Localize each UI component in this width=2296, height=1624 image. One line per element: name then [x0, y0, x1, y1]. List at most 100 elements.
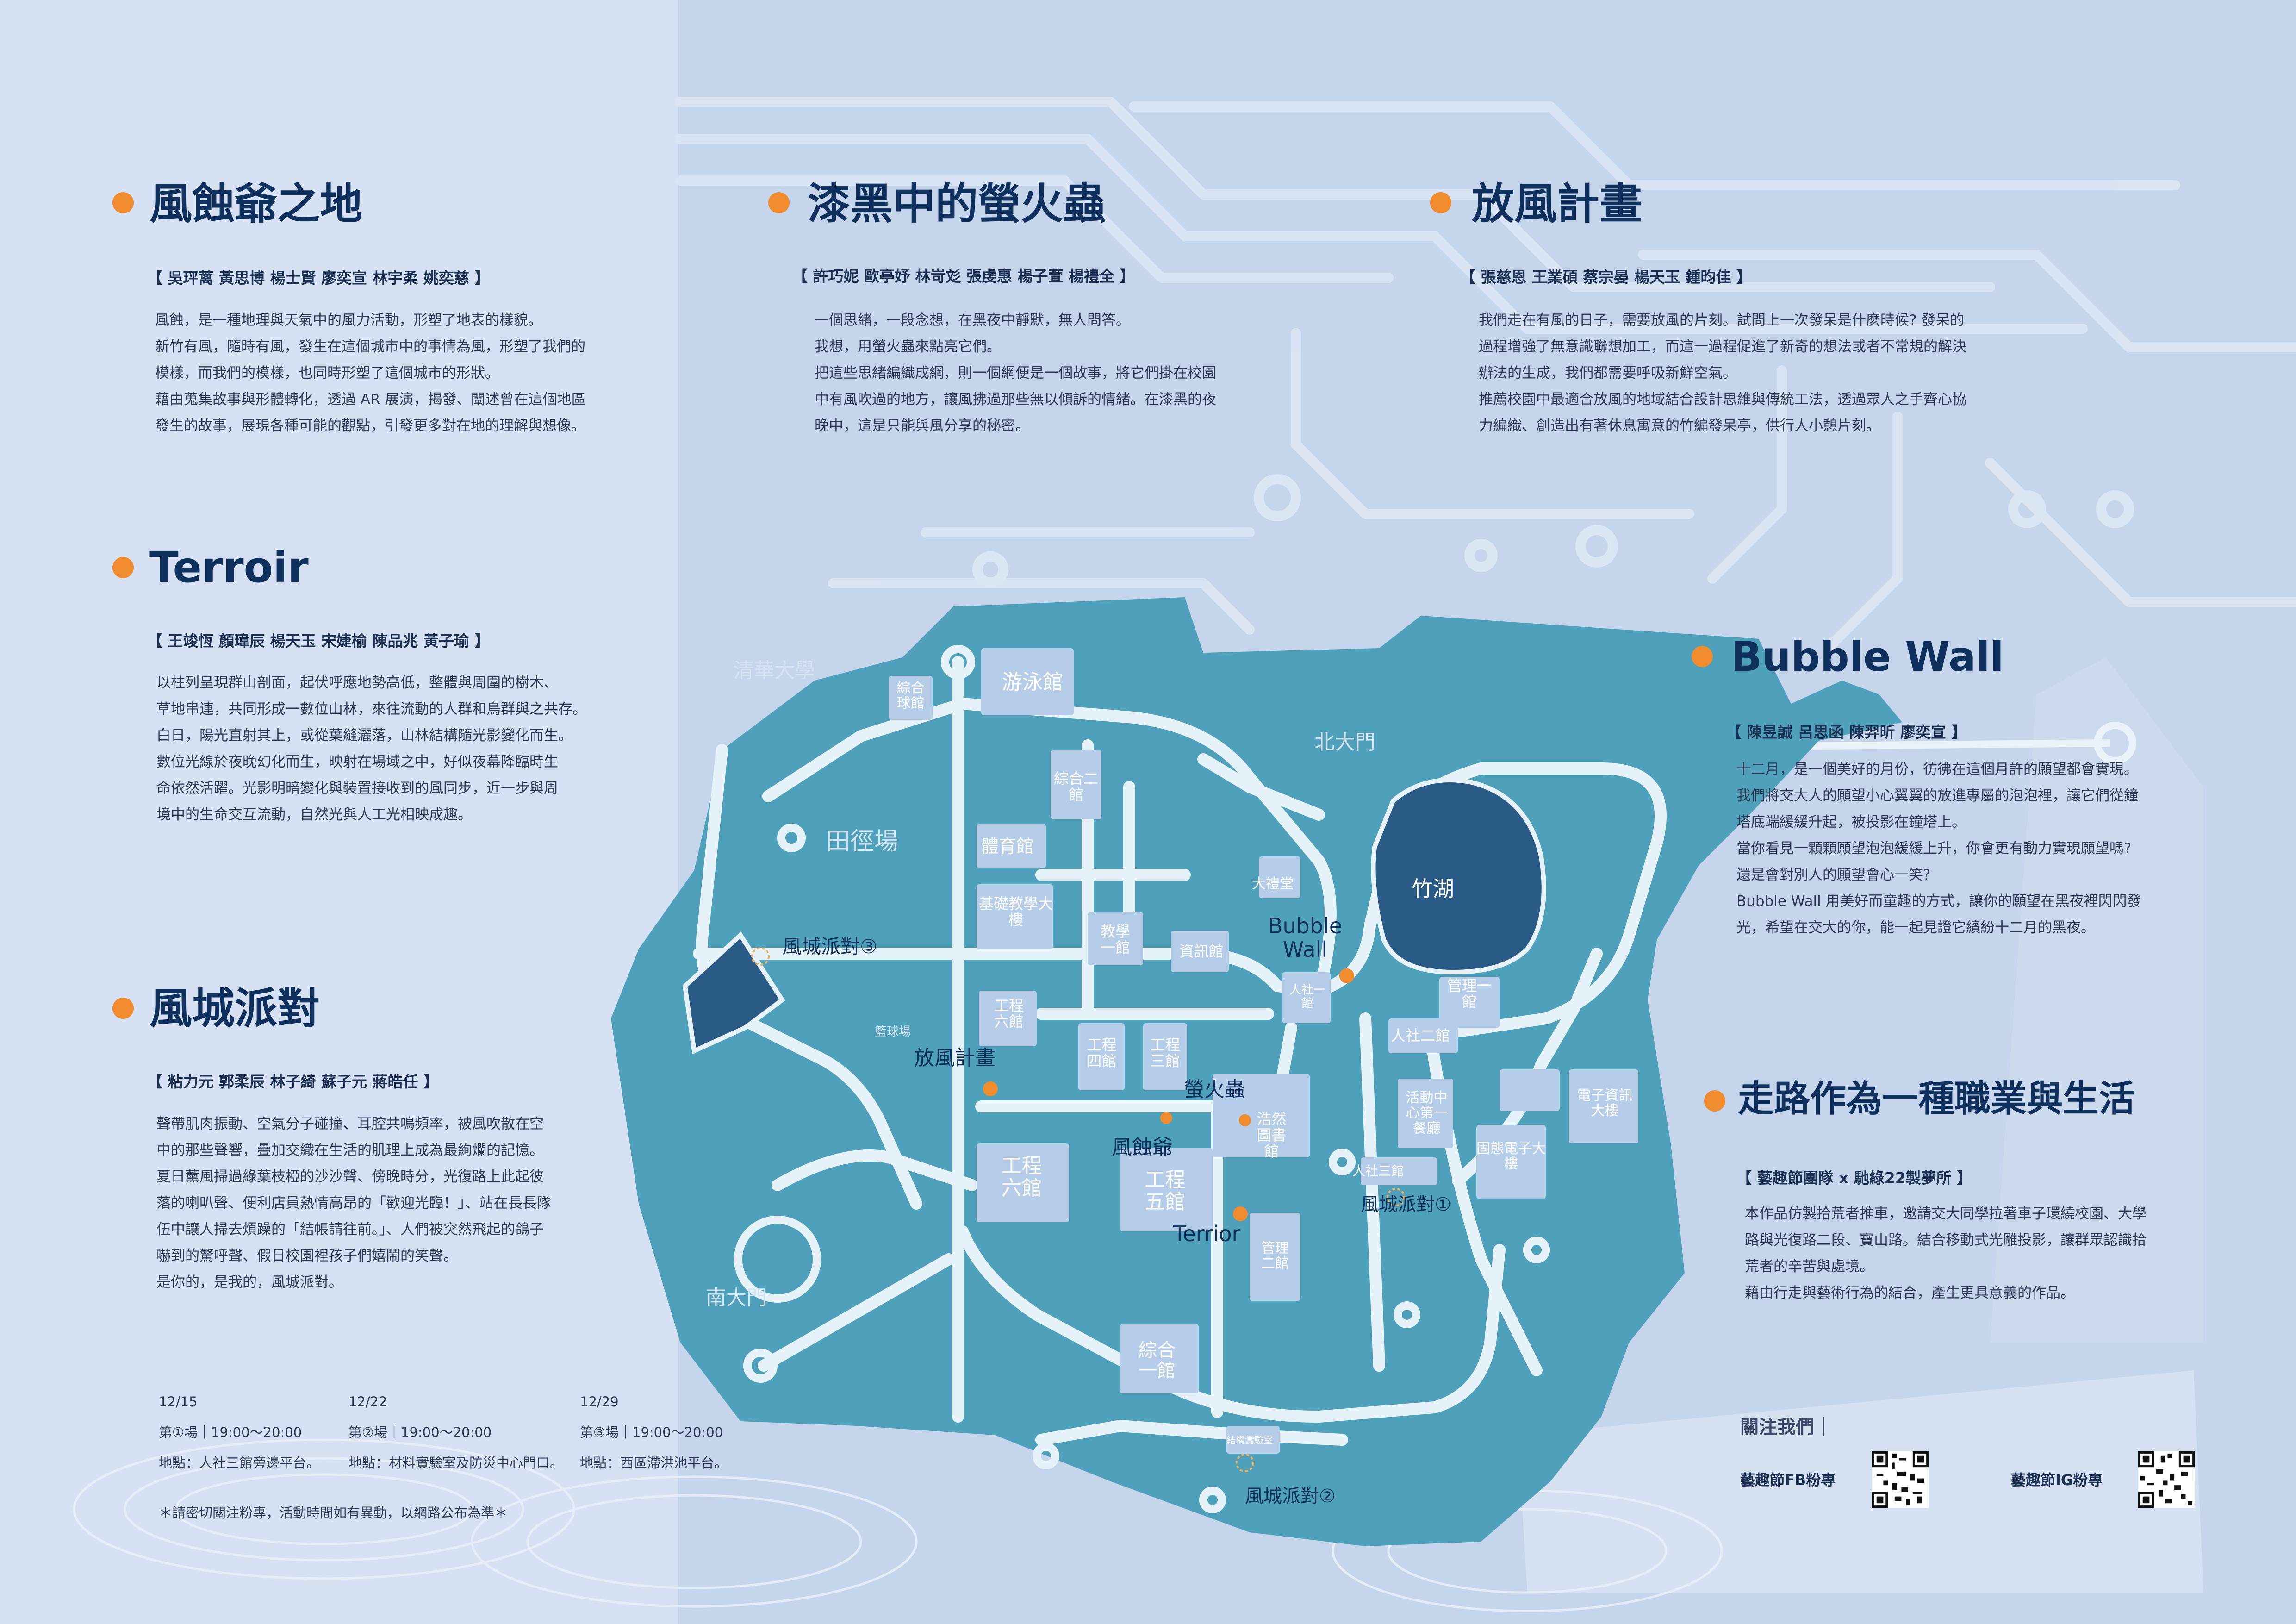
schedule-time: 第①場｜19:00～20:00: [159, 1424, 302, 1440]
body-line: 中有風吹過的地方，讓風拂過那些無以傾訴的情緒。在漆黑的夜: [815, 391, 1216, 408]
body-line: 夏日薰風掃過綠葉枝椏的沙沙聲、傍晚時分，光復路上此起彼: [156, 1168, 544, 1185]
body-line: 過程增強了無意識聯想加工，而這一過程促進了新奇的想法或者不常規的解決: [1479, 338, 1966, 355]
body-line: 十二月，是一個美好的月份，彷彿在這個月許的願望都會實現。: [1736, 761, 2138, 778]
map-label-building: 綜合一館: [1139, 1340, 1176, 1381]
map-spot[interactable]: 螢火蟲: [1184, 1078, 1245, 1101]
body-line: 我想，用螢火蟲來點亮它們。: [815, 338, 1001, 355]
map-label-building: 浩然圖書館: [1257, 1110, 1287, 1161]
section-body: 風蝕，是一種地理與天氣中的風力活動，形塑了地表的樣貌。 新竹有風，隨時有風，發生…: [155, 307, 585, 439]
map-label-building: 體育館: [981, 836, 1034, 856]
schedule-date: 12/15: [159, 1394, 198, 1410]
section-body: 一個思緒，一段念想，在黑夜中靜默，無人問答。 我想，用螢火蟲來點亮它們。 把這些…: [815, 307, 1216, 439]
map-spot[interactable]: 風蝕爺: [1112, 1136, 1173, 1159]
map-label-building: 游泳館: [1002, 670, 1063, 694]
body-line: 伍中讓人掃去煩躁的「結帳請往前。」、人們被突然飛起的鴿子: [156, 1221, 544, 1238]
map-label-building: 大禮堂: [1252, 876, 1294, 892]
body-line: 命依然活躍。光影明暗變化與裝置接收到的風同步，近一步與周: [156, 780, 558, 797]
section-members: 【 陳昱誠 呂思函 陳羿昕 廖奕宣 】: [1726, 723, 1967, 741]
section-body: 以柱列呈現群山剖面，起伏呼應地勢高低，整體與周圍的樹木、 草地串連，共同形成一數…: [156, 670, 587, 828]
section-members: 【 粘力元 郭柔辰 林子綺 蘇子元 蔣皓任 】: [147, 1073, 439, 1091]
body-line: 數位光線於夜晚幻化而生，映射在場域之中，好似夜幕降臨時生: [156, 754, 558, 770]
follow-title: 關注我們｜: [1740, 1417, 1833, 1438]
section-bullet: [1430, 192, 1451, 213]
body-line: 路與光復路二段、寶山路。結合移動式光雕投影，讓群眾認識拾: [1745, 1232, 2147, 1249]
schedule-1: 12/15 第①場｜19:00～20:00 地點：人社三館旁邊平台。: [159, 1387, 320, 1478]
body-line: 落的喇叭聲、便利店員熱情高昂的「歡迎光臨！」、站在長長隊: [156, 1195, 551, 1212]
section-title: 風蝕爺之地: [149, 179, 363, 229]
fb-qr-code[interactable]: [1872, 1451, 1929, 1508]
map-label-building: 管理二館: [1261, 1240, 1289, 1272]
map-label-building: 基礎教學大樓: [979, 895, 1053, 929]
body-line: 嚇到的驚呼聲、假日校園裡孩子們嬉鬧的笑聲。: [156, 1248, 458, 1264]
map-spot[interactable]: Terrior: [1173, 1221, 1241, 1246]
section-body: 本作品仿製拾荒者推車，邀請交大同學拉著車子環繞校園、大學 路與光復路二段、寶山路…: [1745, 1201, 2147, 1306]
map-label-building: 活動中心第一餐廳: [1406, 1090, 1448, 1137]
body-line: Bubble Wall 用美好而童趣的方式，讓你的願望在黑夜裡閃閃發: [1736, 893, 2141, 910]
map-label-building: 人社二館: [1391, 1027, 1450, 1044]
map-label-building: 資訊館: [1179, 943, 1224, 960]
section-bullet: [112, 192, 134, 213]
ig-qr-code[interactable]: [2138, 1451, 2195, 1508]
schedule-place: 地點：材料實驗室及防災中心門口。: [348, 1455, 564, 1471]
body-line: 境中的生命交互流動，自然光與人工光相映成趣。: [156, 806, 472, 823]
section-bullet: [112, 557, 134, 578]
body-line: 推薦校園中最適合放風的地域結合設計思維與傳統工法，透過眾人之手齊心協: [1479, 391, 1966, 408]
section-members: 【 藝趣節團隊 x 馳綠22製夢所 】: [1736, 1169, 1972, 1187]
schedule-date: 12/22: [348, 1394, 387, 1410]
body-line: 辦法的生成，我們都需要呼吸新鮮空氣。: [1479, 365, 1737, 381]
map-label-building: 工程五館: [1145, 1168, 1186, 1214]
body-line: 草地串連，共同形成一數位山林，來往流動的人群和鳥群與之共存。: [156, 701, 587, 718]
body-line: 新竹有風，隨時有風，發生在這個城市中的事情為風，形塑了我們的: [155, 338, 585, 355]
schedule-time: 第②場｜19:00～20:00: [348, 1424, 492, 1440]
section-members: 【 張慈恩 王業碩 蔡宗晏 楊天玉 鍾昀佳 】: [1460, 268, 1752, 286]
body-line: 把這些思緒編織成網，則一個網便是一個故事，將它們掛在校園: [815, 365, 1216, 381]
map-spot[interactable]: 風城派對①: [1361, 1194, 1451, 1215]
map-label-building: 固態電子大樓: [1476, 1141, 1546, 1172]
body-line: 中的那些聲響，疊加交織在生活的肌理上成為最絢爛的記憶。: [156, 1142, 544, 1159]
body-line: 本作品仿製拾荒者推車，邀請交大同學拉著車子環繞校園、大學: [1745, 1206, 2147, 1222]
schedule-time: 第③場｜19:00～20:00: [580, 1424, 723, 1440]
body-line: 是你的，是我的，風城派對。: [156, 1274, 343, 1291]
circuit-decoration: [675, 97, 2296, 653]
body-line: 晚中，這是只能與風分享的秘密。: [815, 418, 1030, 434]
section-members: 【 吳玶蓠 黃思博 楊士賢 廖奕宣 林宇柔 姚奕慈 】: [147, 269, 490, 287]
schedule-date: 12/29: [580, 1394, 619, 1410]
map-label-area: 籃球場: [875, 1025, 911, 1039]
map-spot[interactable]: 放風計畫: [914, 1046, 996, 1070]
section-body: 聲帶肌肉振動、空氣分子碰撞、耳腔共鳴頻率，被風吹散在空 中的那些聲響，疊加交織在…: [156, 1111, 551, 1296]
schedule-3: 12/29 第③場｜19:00～20:00 地點：西區滯洪池平台。: [580, 1387, 728, 1478]
body-line: 當你看見一顆顆願望泡泡緩緩上升，你會更有動力實現願望嗎?: [1736, 840, 2132, 857]
map-label-building: 工程四館: [1087, 1036, 1117, 1070]
map-label-building: 工程六館: [994, 997, 1024, 1031]
map-spot[interactable]: 風城派對③: [782, 935, 877, 958]
section-body: 十二月，是一個美好的月份，彷彿在這個月許的願望都會實現。 我們將交大人的願望小心…: [1736, 756, 2141, 941]
body-line: 藉由行走與藝術行為的結合，產生更具意義的作品。: [1745, 1285, 2075, 1301]
map-label-building: 綜合球館: [896, 680, 925, 712]
map-label-area: 竹湖: [1412, 876, 1454, 901]
body-line: 以柱列呈現群山剖面，起伏呼應地勢高低，整體與周圍的樹木、: [156, 675, 558, 691]
section-members: 【 許巧妮 歐亭妤 林岢彣 張虔惠 楊子萱 楊禮全 】: [792, 267, 1135, 285]
fb-label: 藝趣節FB粉專: [1740, 1471, 1836, 1489]
map-spot[interactable]: 風城派對②: [1245, 1486, 1336, 1507]
map-label-outside: 南大門: [706, 1286, 767, 1310]
bamboo-lake: [1371, 778, 1546, 975]
section-title: Terroir: [149, 543, 309, 592]
body-line: 我們將交大人的願望小心翼翼的放進專屬的泡泡裡，讓它們從鐘: [1736, 787, 2138, 804]
body-line: 荒者的辛苦與處境。: [1745, 1258, 1874, 1275]
map-label-building: 人社一館: [1289, 983, 1325, 1011]
ig-label: 藝趣節IG粉專: [2011, 1471, 2103, 1489]
map-label-building: 結構實驗室: [1226, 1435, 1273, 1446]
body-line: 聲帶肌肉振動、空氣分子碰撞、耳腔共鳴頻率，被風吹散在空: [156, 1116, 544, 1132]
schedule-note: ＊請密切關注粉專，活動時間如有異動，以網路公布為準＊: [159, 1505, 508, 1521]
section-bullet: [1692, 646, 1713, 667]
map-label-outside: 北大門: [1314, 731, 1375, 754]
section-body: 我們走在有風的日子，需要放風的片刻。試問上一次發呆是什麼時候? 發呆的 過程增強…: [1479, 307, 1966, 439]
map-label-building: 工程六館: [1001, 1154, 1042, 1200]
section-title: 走路作為一種職業與生活: [1738, 1078, 2135, 1120]
map-label-building: 人社三館: [1352, 1163, 1405, 1179]
map-spot[interactable]: Bubble Wall: [1268, 913, 1343, 962]
body-line: 一個思緒，一段念想，在黑夜中靜默，無人問答。: [815, 312, 1130, 329]
body-line: 我們走在有風的日子，需要放風的片刻。試問上一次發呆是什麼時候? 發呆的: [1479, 312, 1965, 329]
section-title: 漆黑中的螢火蟲: [808, 179, 1106, 229]
body-line: 力編織、創造出有著休息寓意的竹編發呆亭，供行人小憩片刻。: [1479, 418, 1880, 434]
